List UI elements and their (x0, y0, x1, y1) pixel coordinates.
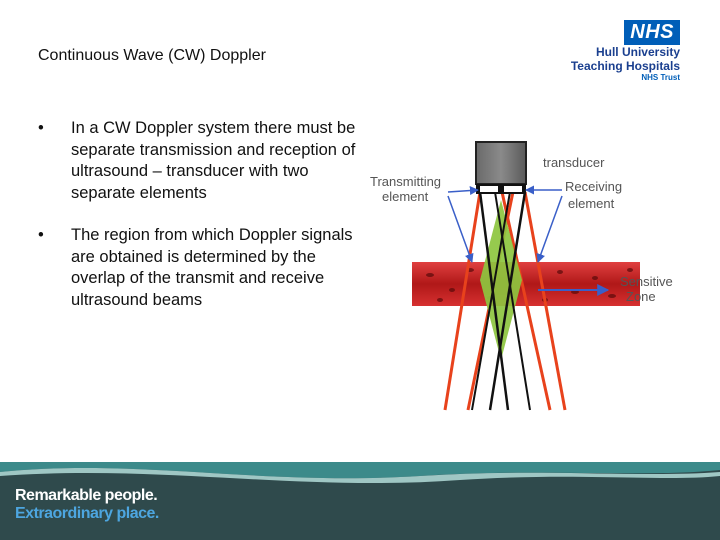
bullet-marker: • (38, 118, 71, 204)
transducer-label: transducer (543, 155, 605, 170)
nhs-logo: NHS Hull University Teaching Hospitals N… (560, 20, 680, 83)
transmitting-label-line1: Transmitting (370, 174, 441, 189)
bullet-marker: • (38, 225, 71, 311)
transmitting-element (480, 186, 498, 192)
bullet-list: • In a CW Doppler system there must be s… (38, 118, 358, 332)
transducer-body (476, 142, 526, 184)
transmitting-arrow (448, 190, 478, 192)
tagline-line-1: Remarkable people. (15, 487, 159, 505)
tagline-line-2: Extraordinary place. (15, 505, 159, 523)
slide-title: Continuous Wave (CW) Doppler (38, 47, 266, 65)
cw-doppler-diagram: transducer Transmitting element Receivin… (350, 130, 720, 420)
receiving-label-line1: Receiving (565, 179, 622, 194)
transmitting-label-line2: element (382, 189, 429, 204)
logo-line-1: Hull University (560, 45, 680, 59)
bullet-item: • The region from which Doppler signals … (38, 225, 358, 311)
transmitting-arrow (448, 196, 472, 262)
bullet-text: In a CW Doppler system there must be sep… (71, 118, 358, 204)
receiving-label-line2: element (568, 196, 615, 211)
nhs-badge: NHS (624, 20, 680, 45)
logo-line-3: NHS Trust (560, 73, 680, 83)
bullet-item: • In a CW Doppler system there must be s… (38, 118, 358, 204)
footer-tagline: Remarkable people. Extraordinary place. (15, 487, 159, 523)
receiving-element (504, 186, 522, 192)
receiving-arrow (538, 196, 562, 262)
sensitive-label-line2: Zone (626, 289, 656, 304)
bullet-text: The region from which Doppler signals ar… (71, 225, 358, 311)
logo-line-2: Teaching Hospitals (560, 59, 680, 73)
sensitive-label-line1: Sensitive (620, 274, 673, 289)
